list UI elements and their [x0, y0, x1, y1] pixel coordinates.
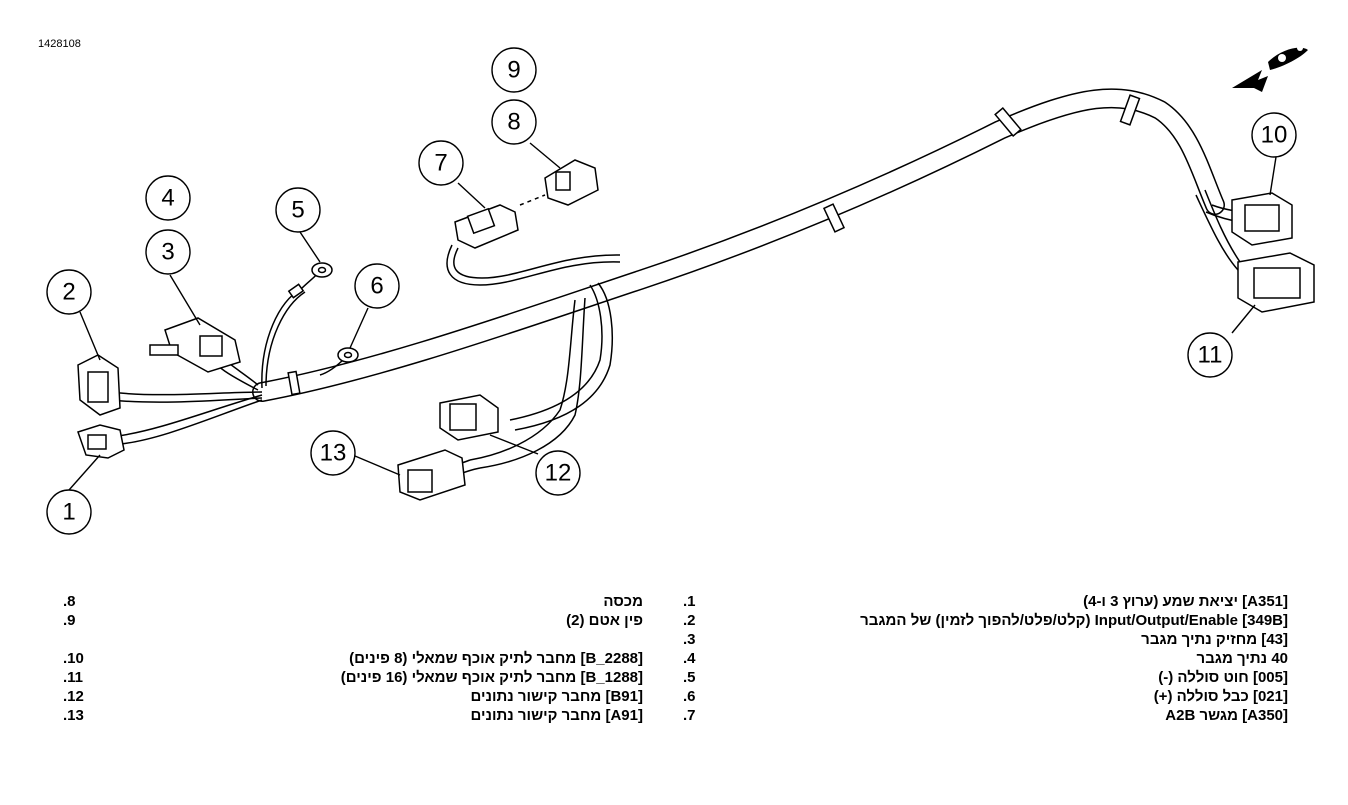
harness-branch-7 — [446, 244, 621, 286]
svg-text:7: 7 — [434, 150, 447, 177]
svg-text:12: 12 — [545, 460, 572, 487]
svg-text:6: 6 — [370, 273, 383, 300]
connector-b1288-saddlebag-16pin — [1237, 252, 1315, 313]
leader-lines — [68, 142, 1277, 491]
battery-ring-terminals — [287, 262, 359, 363]
legend-item: [349B] Input/Output/Enable (קלט/פלט/להפו… — [683, 612, 1288, 629]
legend-right-column: [A351] יציאת שמע (ערוץ 3 ו-4)1. [349B] I… — [683, 592, 1288, 725]
connector-349b-amp-io — [77, 354, 121, 416]
callout-9: 9 — [491, 47, 537, 93]
legend-item: [B_1288] מחבר לתיק אוכף שמאלי (16 פינים)… — [63, 669, 643, 686]
callout-11: 11 — [1187, 332, 1233, 378]
svg-text:3: 3 — [161, 239, 174, 266]
legend-item: [005] חוט סוללה (-)5. — [683, 669, 1288, 686]
svg-text:1: 1 — [62, 499, 75, 526]
connector-a350-a2b-jumper — [454, 204, 519, 249]
svg-text:10: 10 — [1261, 122, 1288, 149]
connector-cap — [519, 159, 599, 206]
legend-item: [B_2288] מחבר לתיק אוכף שמאלי (8 פינים)1… — [63, 650, 643, 667]
fuse-holder-43 — [149, 317, 241, 373]
legend-spacer — [63, 630, 643, 649]
harness-branch-lower — [457, 282, 614, 475]
callout-7: 7 — [418, 140, 464, 186]
connector-a91-data-link — [397, 449, 466, 501]
connector-a351-audio-out — [77, 424, 125, 459]
svg-text:13: 13 — [320, 440, 347, 467]
front-direction-icon — [1232, 45, 1308, 92]
svg-text:2: 2 — [62, 279, 75, 306]
callout-3: 3 — [145, 229, 191, 275]
figure-id: 1428108 — [38, 38, 81, 50]
callout-1: 1 — [46, 489, 92, 535]
connector-b2288-saddlebag-8pin — [1231, 192, 1293, 246]
svg-text:11: 11 — [1198, 342, 1223, 369]
connector-b91-data-link — [439, 394, 499, 441]
harness-clips — [287, 94, 1141, 396]
callout-6: 6 — [354, 263, 400, 309]
callout-2: 2 — [46, 269, 92, 315]
legend-item: [021] כבל סוללה (+)6. — [683, 688, 1288, 705]
callout-12: 12 — [535, 450, 581, 496]
callout-4: 4 — [145, 175, 191, 221]
svg-text:9: 9 — [507, 57, 520, 84]
harness-main-trunk — [252, 88, 1225, 402]
callout-13: 13 — [310, 430, 356, 476]
svg-text:4: 4 — [161, 185, 174, 212]
svg-text:8: 8 — [507, 109, 520, 136]
legend-item: [A351] יציאת שמע (ערוץ 3 ו-4)1. — [683, 593, 1288, 610]
callout-8: 8 — [491, 99, 537, 145]
callout-10: 10 — [1251, 112, 1297, 158]
legend-item: פין אטם (2)9. — [63, 612, 643, 629]
svg-text:5: 5 — [291, 197, 304, 224]
callout-5: 5 — [275, 187, 321, 233]
